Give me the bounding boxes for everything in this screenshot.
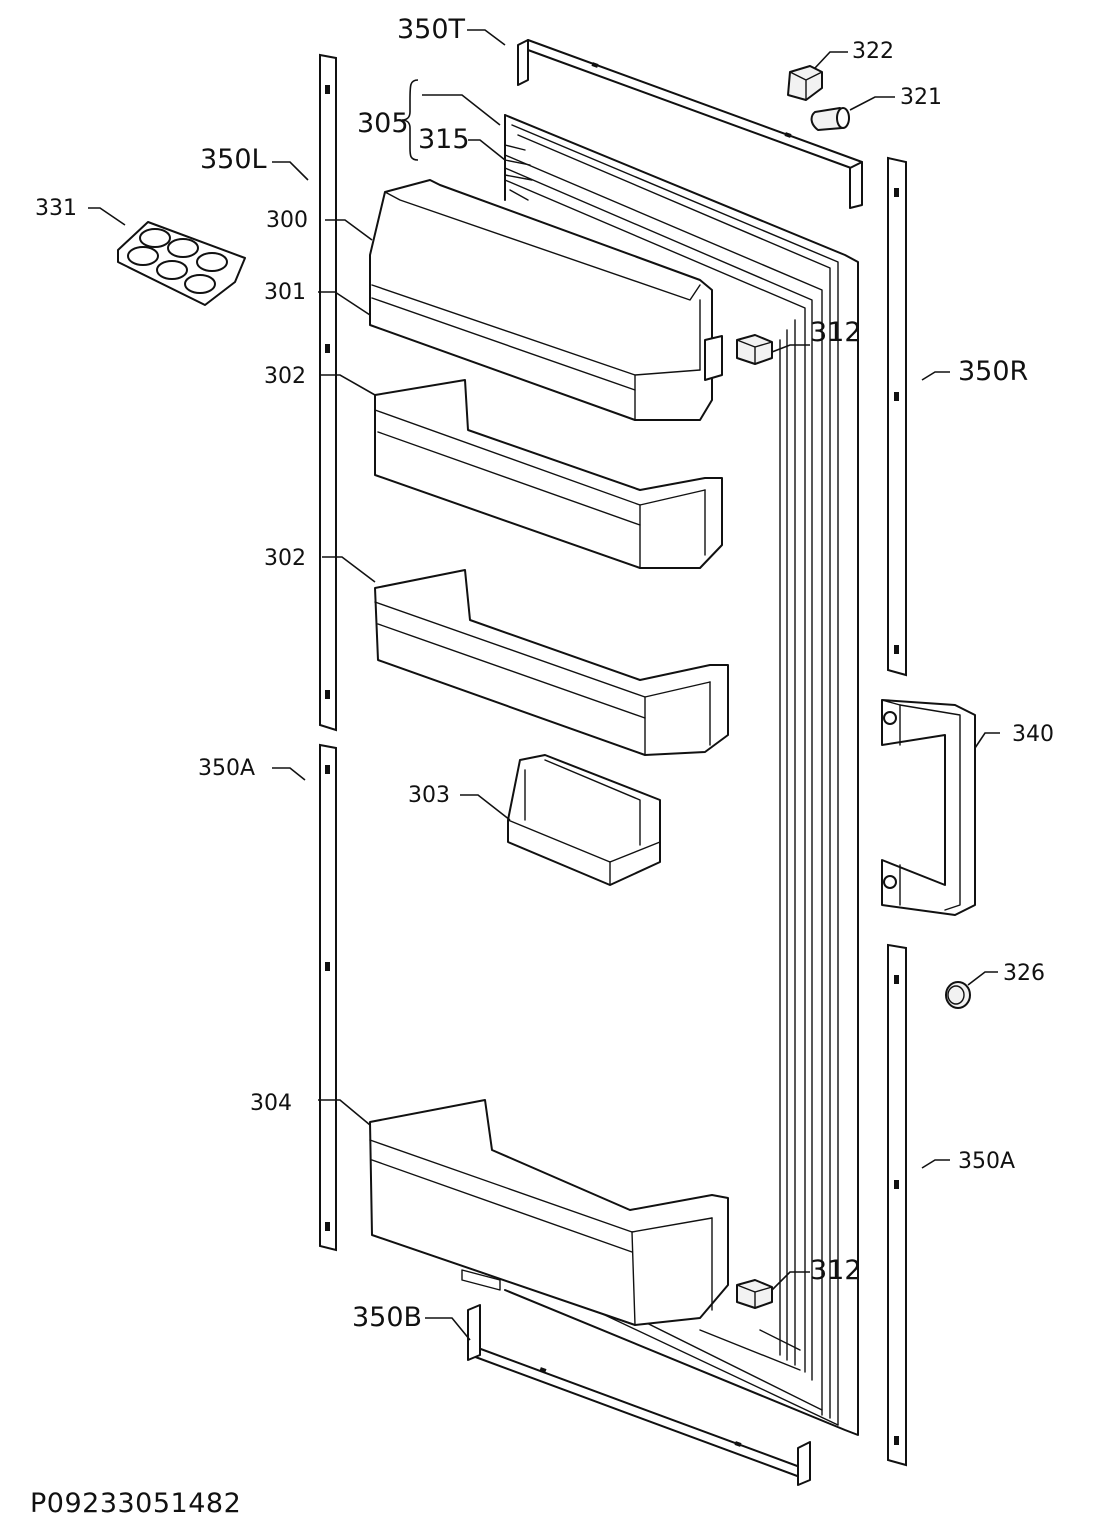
label-302-b: 302 bbox=[264, 546, 306, 571]
door-handle-340[interactable] bbox=[881, 699, 976, 916]
bottle-shelf-304[interactable] bbox=[369, 1099, 729, 1326]
small-shelf-303[interactable] bbox=[507, 754, 661, 886]
label-304: 304 bbox=[250, 1091, 292, 1116]
bottom-trim-350B[interactable] bbox=[467, 1304, 811, 1486]
label-350R: 350R bbox=[958, 356, 1028, 387]
label-350B: 350B bbox=[352, 1302, 422, 1333]
door-shelf-302-lower[interactable] bbox=[374, 569, 729, 756]
label-321: 321 bbox=[900, 85, 942, 110]
hinge-cap-322[interactable] bbox=[787, 65, 823, 101]
diagram-reference-code: P09233051482 bbox=[30, 1488, 241, 1519]
label-312-bottom: 312 bbox=[810, 1255, 862, 1286]
egg-tray-331[interactable] bbox=[117, 221, 246, 306]
hinge-pin-321[interactable] bbox=[810, 107, 850, 131]
label-305: 305 bbox=[357, 108, 409, 139]
label-331: 331 bbox=[35, 196, 77, 221]
left-trim-350A[interactable] bbox=[319, 743, 337, 1252]
label-315: 315 bbox=[418, 124, 470, 155]
label-340: 340 bbox=[1012, 722, 1054, 747]
part-labels: 350T 322 321 305 315 350L 331 300 301 31… bbox=[35, 14, 1054, 1333]
top-trim-350T[interactable] bbox=[517, 39, 863, 209]
right-trim-350A[interactable] bbox=[887, 943, 907, 1467]
clip-312-bottom[interactable] bbox=[736, 1279, 773, 1309]
clip-312-top[interactable] bbox=[736, 334, 773, 365]
label-300: 300 bbox=[266, 208, 308, 233]
label-326: 326 bbox=[1003, 961, 1045, 986]
right-trim-350R[interactable] bbox=[887, 156, 907, 677]
label-301: 301 bbox=[264, 280, 306, 305]
dairy-compartment-300-301[interactable] bbox=[369, 179, 723, 421]
label-322: 322 bbox=[852, 39, 894, 64]
left-trim-350L[interactable] bbox=[319, 53, 337, 732]
plug-cap-326[interactable] bbox=[945, 981, 971, 1009]
label-350L: 350L bbox=[200, 144, 267, 175]
label-312-top: 312 bbox=[810, 317, 862, 348]
label-350A-right: 350A bbox=[958, 1149, 1015, 1174]
leader-lines bbox=[88, 29, 1000, 1341]
label-350T: 350T bbox=[397, 14, 466, 45]
label-302-a: 302 bbox=[264, 364, 306, 389]
label-303: 303 bbox=[408, 783, 450, 808]
door-shelf-302-upper[interactable] bbox=[374, 379, 723, 569]
label-350A-left: 350A bbox=[198, 756, 255, 781]
